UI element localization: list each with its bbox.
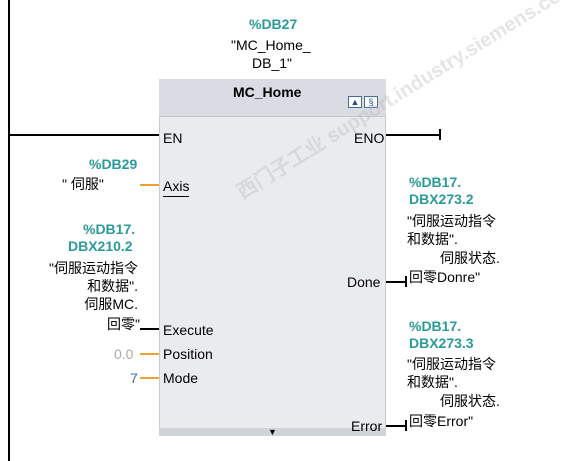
- error-symbol-line4[interactable]: 回零Error": [409, 413, 474, 429]
- instance-db-address[interactable]: %DB27: [249, 16, 298, 32]
- axis-db-name[interactable]: " 伺服": [62, 176, 104, 192]
- error-symbol-line2[interactable]: 和数据".: [407, 374, 458, 390]
- error-address-line2[interactable]: DBX273.3: [409, 335, 474, 351]
- execute-address-line2[interactable]: DBX210.2: [68, 238, 133, 254]
- power-rail: [8, 0, 10, 461]
- execute-address-line1[interactable]: %DB17.: [83, 221, 136, 237]
- pin-execute: Execute: [163, 322, 214, 338]
- eno-terminal: [439, 129, 441, 140]
- done-terminal: [405, 276, 407, 287]
- execute-symbol-line3[interactable]: 伺服MC.: [84, 296, 138, 312]
- done-symbol-line2[interactable]: 和数据".: [407, 231, 458, 247]
- mode-value[interactable]: 7: [130, 370, 138, 386]
- mc-home-block[interactable]: [159, 79, 386, 436]
- axis-wire: [140, 184, 159, 186]
- block-open-icon[interactable]: ▲: [348, 96, 362, 108]
- pin-position: Position: [163, 346, 213, 362]
- block-footer: [159, 428, 386, 436]
- pin-done: Done: [347, 274, 381, 290]
- pin-eno: ENO: [354, 130, 385, 146]
- error-terminal: [405, 420, 407, 431]
- done-address-line1[interactable]: %DB17.: [409, 174, 462, 190]
- block-info-icon[interactable]: §: [364, 96, 378, 108]
- execute-symbol-line4[interactable]: 回零": [107, 316, 140, 332]
- pin-axis: Axis: [163, 178, 190, 194]
- done-symbol-line3[interactable]: 伺服状态.: [440, 250, 500, 266]
- execute-symbol-line1[interactable]: "伺服运动指令: [49, 260, 138, 276]
- expand-arrow-icon[interactable]: ▼: [268, 427, 277, 437]
- done-symbol-line4[interactable]: 回零Donre": [409, 269, 481, 285]
- instance-db-name-line1[interactable]: "MC_Home_: [231, 37, 311, 53]
- error-symbol-line1[interactable]: "伺服运动指令: [407, 356, 496, 372]
- done-address-line2[interactable]: DBX273.2: [409, 191, 474, 207]
- pin-en: EN: [163, 130, 183, 146]
- mode-wire: [140, 377, 159, 379]
- error-wire: [386, 425, 406, 427]
- axis-underline: [163, 196, 189, 197]
- instance-db-name-line2[interactable]: DB_1": [252, 55, 292, 71]
- error-symbol-line3[interactable]: 伺服状态.: [440, 393, 500, 409]
- pin-error: Error: [351, 418, 383, 434]
- done-symbol-line1[interactable]: "伺服运动指令: [407, 213, 496, 229]
- position-value[interactable]: 0.0: [114, 346, 134, 362]
- en-wire: [10, 134, 159, 136]
- pin-mode: Mode: [163, 370, 199, 386]
- position-wire: [140, 353, 159, 355]
- error-address-line1[interactable]: %DB17.: [409, 318, 462, 334]
- axis-db-address[interactable]: %DB29: [89, 156, 138, 172]
- done-wire: [386, 281, 406, 283]
- execute-symbol-line2[interactable]: 和数据".: [87, 278, 138, 294]
- block-title: MC_Home: [233, 84, 302, 100]
- execute-wire: [140, 328, 159, 330]
- eno-wire: [386, 134, 440, 136]
